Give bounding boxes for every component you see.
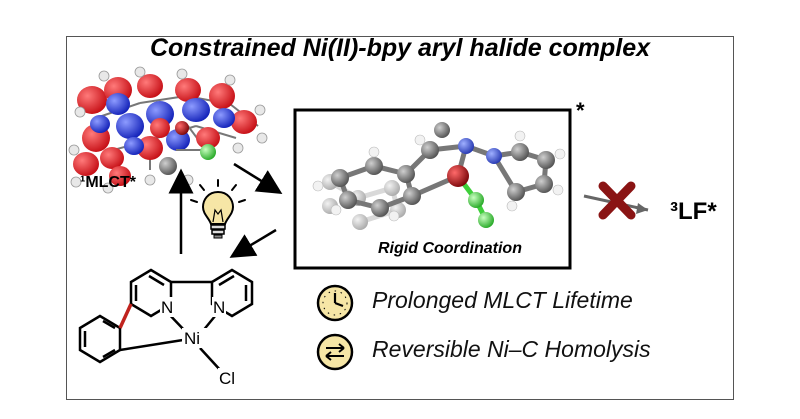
skeletal-structure: [78, 268, 254, 373]
nitrogen-right-label: N: [213, 298, 225, 317]
pathway-arrow-head: [636, 203, 648, 214]
blocked-pathway: [583, 181, 649, 220]
excited-state-label: ¹MLCT*: [80, 174, 136, 191]
light-bulb-icon: [190, 179, 246, 239]
structure-atom-labels: N N Ni Cl: [160, 297, 240, 388]
rigid-coordination-label: Rigid Coordination: [378, 240, 522, 257]
arrow-from-box: [229, 228, 277, 258]
arrow-to-box: [233, 162, 283, 194]
constraining-bond: [118, 303, 133, 329]
chloride-label: Cl: [219, 369, 235, 388]
orbital-density-render: [68, 66, 268, 194]
ligand-field-state-label: ³LF*: [670, 198, 717, 225]
exchange-arrows-icon: [316, 333, 354, 371]
feature-lifetime-text: Prolonged MLCT Lifetime: [372, 287, 633, 313]
cross-icon: [598, 181, 636, 220]
ball-and-stick-model: [312, 122, 566, 230]
excited-star-label: *: [576, 98, 585, 123]
clock-icon: [316, 284, 354, 322]
feature-homolysis-text: Reversible Ni–C Homolysis: [372, 336, 651, 362]
outer-frame: [66, 36, 734, 400]
abstract-title: Constrained Ni(II)-bpy aryl halide compl…: [149, 34, 651, 62]
nitrogen-left-label: N: [161, 298, 173, 317]
nickel-label: Ni: [184, 329, 200, 348]
excitation-arrows: [168, 162, 283, 258]
